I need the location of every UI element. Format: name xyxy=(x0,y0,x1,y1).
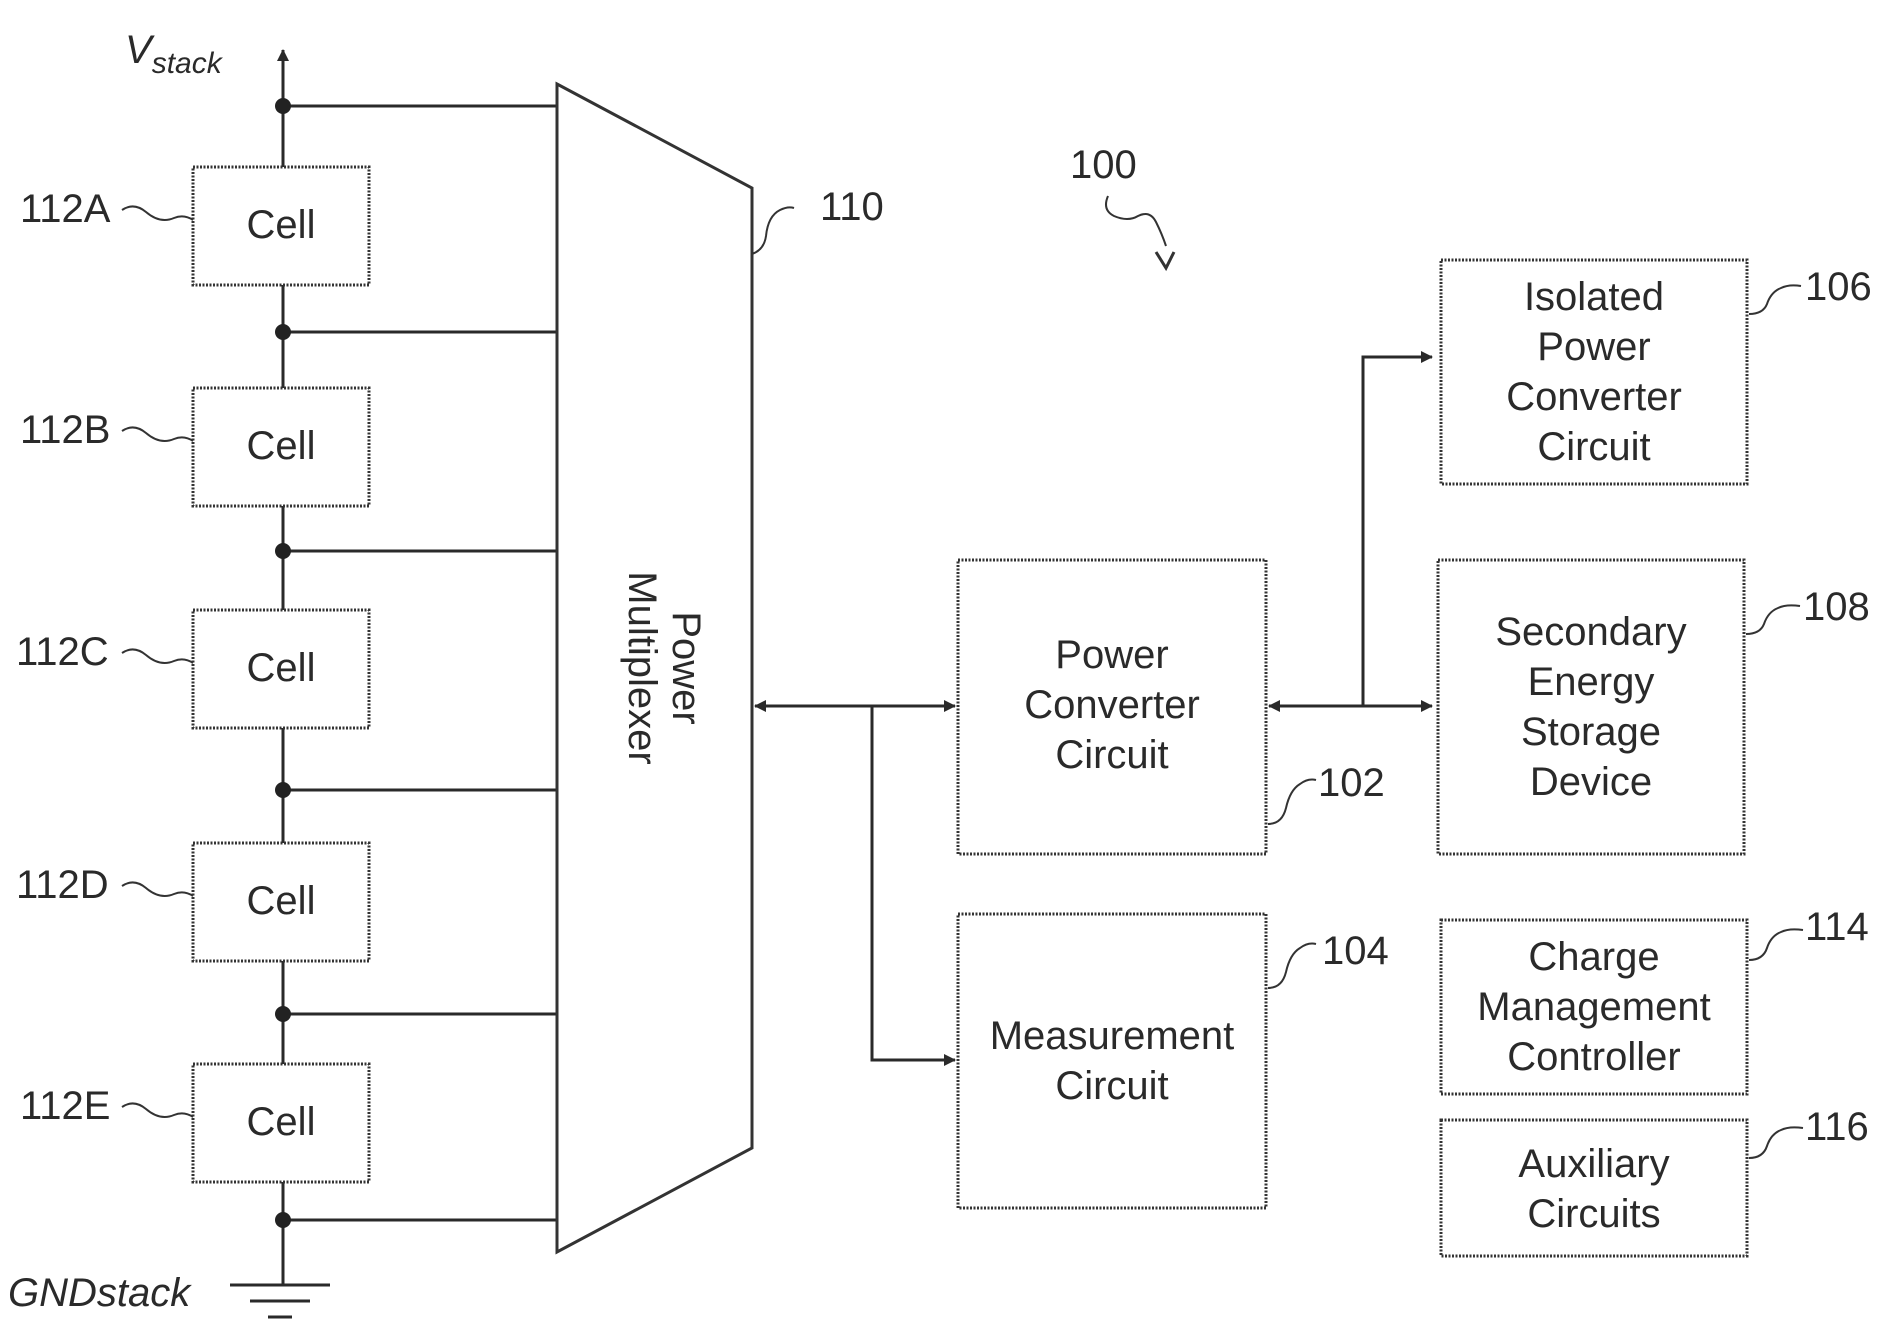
isolated-converter-line2: Power xyxy=(1537,325,1650,369)
junction-dot xyxy=(275,1006,291,1022)
multiplexer-label-line2: Multiplexer xyxy=(620,571,664,764)
power-converter-line3: Circuit xyxy=(1055,733,1168,777)
vstack-terminal: Vstack xyxy=(125,28,283,106)
cell-leader xyxy=(122,206,193,220)
power-converter-line2: Converter xyxy=(1024,683,1200,727)
cell-112c: Cell 112C xyxy=(16,610,369,728)
charge-management-line3: Controller xyxy=(1507,1035,1680,1079)
auxiliary-leader xyxy=(1749,1127,1803,1158)
auxiliary-line2: Circuits xyxy=(1527,1192,1660,1236)
cell-label: Cell xyxy=(247,424,316,468)
power-multiplexer: Power Multiplexer 110 xyxy=(557,84,884,1252)
branch-to-isolated xyxy=(1363,357,1432,706)
measurement-block: Measurement Circuit 104 xyxy=(958,914,1389,1208)
figure-ref: 100 xyxy=(1070,143,1174,268)
junction-dot xyxy=(275,782,291,798)
secondary-storage-ref: 108 xyxy=(1803,585,1870,629)
multiplexer-ref: 110 xyxy=(820,185,884,229)
isolated-converter-ref: 106 xyxy=(1805,265,1872,309)
cell-112a: Cell 112A xyxy=(20,167,369,285)
junction-dot xyxy=(275,98,291,114)
cell-112d: Cell 112D xyxy=(16,843,369,961)
charge-management-ref: 114 xyxy=(1805,905,1869,949)
secondary-storage-line4: Device xyxy=(1530,760,1652,804)
cell-label: Cell xyxy=(247,879,316,923)
cell-ref: 112C xyxy=(16,630,109,674)
cell-label: Cell xyxy=(247,203,316,247)
cell-leader xyxy=(122,882,193,896)
figure-ref-arrowhead xyxy=(1156,252,1174,268)
cell-ref: 112A xyxy=(20,187,111,231)
secondary-storage-line3: Storage xyxy=(1521,710,1661,754)
vstack-label: Vstack xyxy=(125,28,224,80)
cell-label: Cell xyxy=(247,1100,316,1144)
measurement-line1: Measurement xyxy=(990,1014,1235,1058)
cell-leader xyxy=(122,649,193,663)
secondary-storage-leader xyxy=(1746,605,1800,634)
measurement-line2: Circuit xyxy=(1055,1064,1168,1108)
isolated-converter-line1: Isolated xyxy=(1524,275,1664,319)
cell-ref: 112D xyxy=(16,863,109,907)
figure-ref-leader xyxy=(1106,196,1166,246)
multiplexer-leader xyxy=(752,207,794,254)
power-converter-line1: Power xyxy=(1055,633,1168,677)
isolated-converter-line4: Circuit xyxy=(1537,425,1650,469)
charge-management-block: Charge Management Controller 114 xyxy=(1441,905,1869,1094)
measurement-box xyxy=(958,914,1266,1208)
isolated-converter-line3: Converter xyxy=(1506,375,1682,419)
junction-dot xyxy=(275,543,291,559)
isolated-converter-block: Isolated Power Converter Circuit 106 xyxy=(1441,260,1872,484)
cell-112b: Cell 112B xyxy=(20,388,369,506)
junction-dot xyxy=(275,1212,291,1228)
isolated-converter-leader xyxy=(1749,285,1801,314)
charge-management-line1: Charge xyxy=(1528,935,1659,979)
power-converter-leader xyxy=(1268,780,1316,825)
figure-ref-label: 100 xyxy=(1070,143,1137,187)
secondary-storage-line2: Energy xyxy=(1528,660,1655,704)
secondary-storage-block: Secondary Energy Storage Device 108 xyxy=(1438,560,1870,854)
ground-label: GNDstack xyxy=(8,1271,192,1315)
secondary-storage-box xyxy=(1438,560,1744,854)
charge-management-line2: Management xyxy=(1477,985,1710,1029)
cell-ref: 112E xyxy=(20,1084,110,1128)
multiplexer-label-line1: Power xyxy=(664,611,708,724)
cell-leader xyxy=(122,427,193,441)
power-converter-ref: 102 xyxy=(1318,761,1385,805)
cell-ref: 112B xyxy=(20,408,110,452)
junction-dot xyxy=(275,324,291,340)
auxiliary-block: Auxiliary Circuits 116 xyxy=(1441,1105,1869,1256)
cell-leader xyxy=(122,1103,193,1117)
auxiliary-line1: Auxiliary xyxy=(1518,1142,1669,1186)
branch-to-measurement xyxy=(872,706,955,1060)
charge-management-leader xyxy=(1749,929,1803,960)
cell-label: Cell xyxy=(247,646,316,690)
cell-112e: Cell 112E xyxy=(20,1064,369,1182)
secondary-storage-line1: Secondary xyxy=(1495,610,1686,654)
measurement-leader xyxy=(1268,944,1316,989)
measurement-ref: 104 xyxy=(1322,929,1389,973)
auxiliary-ref: 116 xyxy=(1805,1105,1869,1149)
